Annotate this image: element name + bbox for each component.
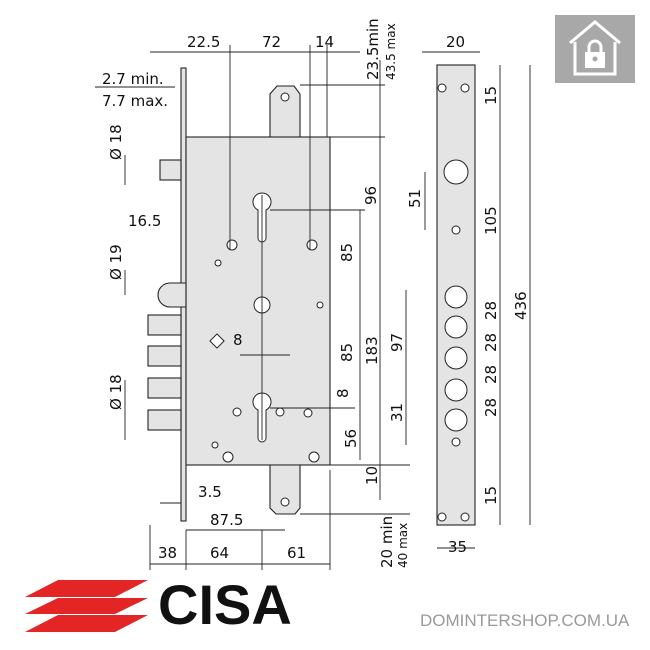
dim-85-bottom: 85 — [338, 343, 356, 362]
dim-top-min: 23.5min — [364, 18, 382, 80]
dim-bottom-min: 20 min — [378, 516, 396, 568]
dim-dia18-top: Ø 18 — [107, 124, 125, 160]
dim-97: 97 — [388, 333, 406, 352]
strike-plate — [436, 64, 476, 526]
dim-pitch-28: 28 — [482, 333, 500, 352]
website-label: DOMINTERSHOP.COM.UA — [420, 611, 630, 630]
dim-14: 14 — [315, 33, 334, 51]
dim-31: 31 — [388, 403, 406, 422]
dim-96: 96 — [362, 186, 380, 205]
dim-pitch-28: 28 — [482, 301, 500, 320]
dim-square-8: 8 — [233, 331, 243, 349]
dim-16-5: 16.5 — [128, 212, 161, 230]
lock-body — [147, 67, 331, 522]
home-lock-icon — [555, 15, 635, 83]
dim-61: 61 — [287, 544, 306, 562]
dim-183: 183 — [363, 336, 381, 365]
strike-dimension-labels: 20 15 51 105 28 28 28 28 436 15 35 — [406, 33, 530, 556]
dimension-lines — [95, 45, 531, 570]
dim-15-top: 15 — [482, 86, 500, 105]
dim-38: 38 — [158, 544, 177, 562]
brand-name: CISA — [158, 573, 292, 636]
dim-top-max: 43.5 max — [384, 23, 398, 80]
dim-87-5: 87.5 — [210, 511, 243, 529]
dim-85-top: 85 — [338, 243, 356, 262]
dim-20: 20 — [446, 33, 465, 51]
dim-bottom-max: 40 max — [396, 523, 410, 568]
dim-51: 51 — [406, 189, 424, 208]
dim-dia18-bottom: Ø 18 — [107, 374, 125, 410]
dim-436: 436 — [512, 291, 530, 320]
dim-pitch-28: 28 — [482, 398, 500, 417]
dim-pitch-28: 28 — [482, 365, 500, 384]
dim-15-bottom: 15 — [482, 486, 500, 505]
dim-8: 8 — [334, 388, 352, 398]
dim-72: 72 — [262, 33, 281, 51]
dim-64: 64 — [210, 544, 229, 562]
dim-dia19: Ø 19 — [107, 244, 125, 280]
dim-10: 10 — [363, 466, 381, 485]
dim-3-5: 3.5 — [198, 483, 222, 501]
dim-56: 56 — [342, 429, 360, 448]
dim-22-5: 22.5 — [187, 33, 220, 51]
lock-dimension-labels: 22.5 72 14 23.5min 43.5 max 2.7 min. 7.7… — [102, 18, 410, 568]
dim-105: 105 — [482, 206, 500, 235]
dim-offset-max: 7.7 max. — [102, 92, 168, 110]
dim-offset-min: 2.7 min. — [102, 70, 164, 88]
cisa-logo: CISA — [25, 573, 292, 636]
dim-35: 35 — [448, 538, 467, 556]
